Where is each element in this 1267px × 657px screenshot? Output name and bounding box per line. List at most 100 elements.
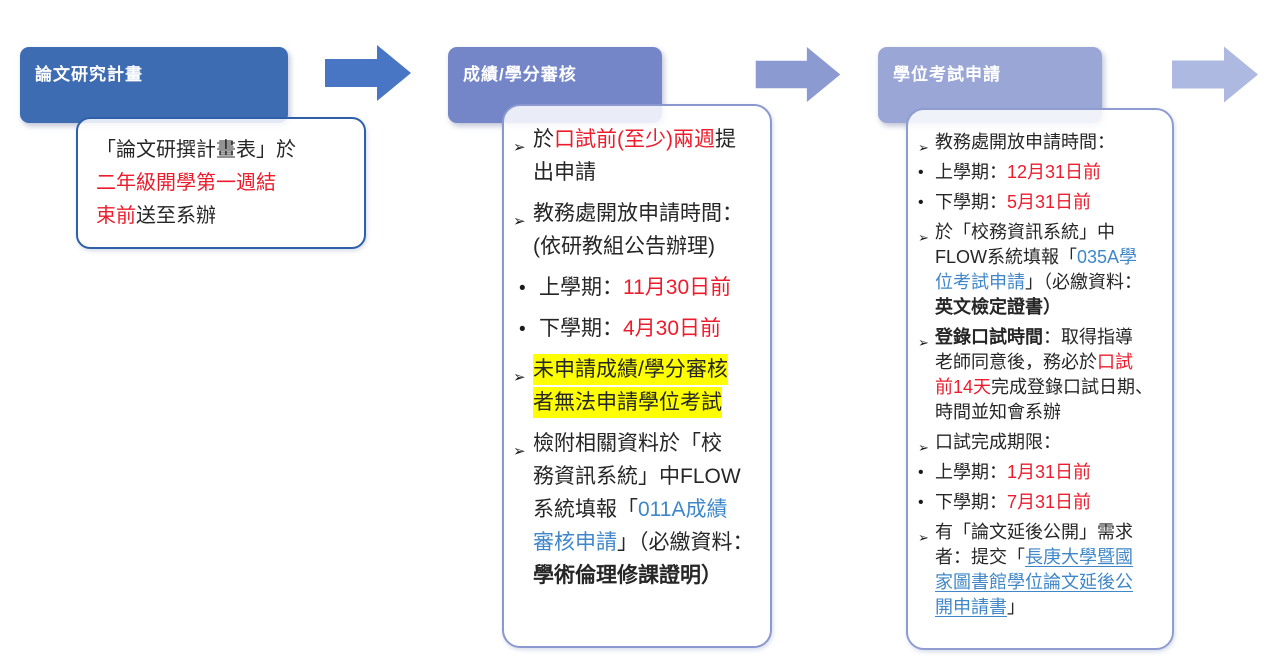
note-paragraph: 「論文研撰計畫表」於二年級開學第一週結束前送至系辦 xyxy=(96,134,356,233)
stage-detail-box-degree-exam: ➢教務處開放申請時間：•上學期：12月31日前•下學期：5月31日前➢於「校務資… xyxy=(906,108,1174,650)
dot-bullet-icon: • xyxy=(918,464,924,481)
text-segment: 上學期： xyxy=(539,276,623,299)
stage-content: 「論文研撰計畫表」於二年級開學第一週結束前送至系辦 xyxy=(78,119,364,233)
deadline-text: 二年級開學第一週結 xyxy=(96,172,276,194)
list-item-text: 口試完成期限： xyxy=(935,432,1061,452)
stage-header-thesis-plan: 論文研究計畫 xyxy=(20,47,288,123)
list-item: ➢ 未申請成績/學分審核者無法申請學位考試 xyxy=(513,353,768,419)
text-segment: 有「論文延後公開」需求 xyxy=(935,522,1133,542)
form-code-text: 位考試申請 xyxy=(935,272,1025,292)
list-item-text: 登錄口試時間：取得指導老師同意後，務必於口試前14天完成登錄口試日期、時間並知會… xyxy=(935,327,1153,422)
arrowhead-bullet-icon: ➢ xyxy=(513,443,526,460)
list-item: ➢口試完成期限： xyxy=(918,430,1170,455)
list-item-text: 未申請成績/學分審核者無法申請學位考試 xyxy=(533,354,728,418)
list-item: ➢ 有「論文延後公開」需求者：提交「長庚大學暨國家圖書館學位論文延後公開申請書」 xyxy=(918,520,1170,620)
text-segment: 於「校務資訊系統」中 xyxy=(935,222,1115,242)
list-item-text: 上學期：12月31日前 xyxy=(935,162,1101,182)
dot-bullet-icon: • xyxy=(918,494,924,511)
list-item: • 上學期：11月30日前 xyxy=(519,271,768,304)
text-segment: 教務處開放申請時間： xyxy=(533,202,743,225)
text-segment: 送至系辦 xyxy=(136,205,216,227)
flow-arrow-icon-3 xyxy=(1172,46,1258,103)
list-item: • 下學期：7月31日前 xyxy=(918,490,1170,515)
text-segment: 老師同意後，務必於 xyxy=(935,352,1097,372)
stage-title: 論文研究計畫 xyxy=(35,65,143,84)
hyperlink-text[interactable]: 家圖書館學位論文延後公 xyxy=(935,572,1133,592)
dot-bullet-icon: • xyxy=(519,278,526,299)
text-segment: 檢附相關資料於「校 xyxy=(533,432,722,455)
deadline-text: 前14天 xyxy=(935,377,992,397)
list-item: •上學期：12月31日前 xyxy=(918,160,1170,185)
text-segment: 下學期： xyxy=(539,317,623,340)
hyperlink-text[interactable]: 長庚大學暨國 xyxy=(1025,547,1133,567)
form-code-text: 011A成績 xyxy=(638,498,728,521)
text-segment: FLOW系統填報「 xyxy=(935,247,1077,267)
arrow-shape xyxy=(755,46,841,103)
text-segment: 下學期： xyxy=(935,492,1007,512)
text-segment: 英文檢定證書） xyxy=(935,297,1061,317)
highlighted-text: 未申請成績/學分審核 xyxy=(533,354,728,385)
flow-arrow-icon-1 xyxy=(325,45,411,101)
arrowhead-bullet-icon: ➢ xyxy=(513,213,526,230)
stage-content: ➢教務處開放申請時間：•上學期：12月31日前•下學期：5月31日前➢於「校務資… xyxy=(908,110,1172,620)
text-segment: (依研教組公告辦理) xyxy=(533,235,715,258)
deadline-text: 4月30日前 xyxy=(623,317,722,340)
arrowhead-bullet-icon: ➢ xyxy=(513,369,526,386)
list-item: • 下學期：5月31日前 xyxy=(918,190,1170,215)
list-item: • 下學期：4月30日前 xyxy=(519,312,768,345)
text-segment: 上學期： xyxy=(935,462,1007,482)
list-item-text: 上學期：11月30日前 xyxy=(539,276,731,299)
text-segment: 完成登錄口試日期、 xyxy=(991,377,1154,397)
list-item: ➢ 檢附相關資料於「校務資訊系統」中FLOW 系統填報「011A成績審核申請」（必繳… xyxy=(513,427,768,592)
highlighted-text: 者無法申請學位考試 xyxy=(533,387,722,418)
deadline-text: 11月30日前 xyxy=(623,276,732,299)
deadline-text: 1月31日前 xyxy=(1007,462,1092,482)
list-item: ➢ 教務處開放申請時間： xyxy=(918,130,1170,155)
deadline-text: 口試 xyxy=(1097,352,1133,372)
text-segment: 登錄口試時間 xyxy=(935,327,1043,347)
text-segment: 出申請 xyxy=(533,161,596,184)
deadline-text: 7月31日前 xyxy=(1007,492,1092,512)
list-item-text: 下學期：7月31日前 xyxy=(935,492,1091,512)
list-item-text: 檢附相關資料於「校務資訊系統」中FLOW 系統填報「011A成績審核申請」（必繳資… xyxy=(533,432,754,587)
list-item-text: 教務處開放申請時間： (依研教組公告辦理) xyxy=(533,202,743,258)
text-segment: 提 xyxy=(715,128,736,151)
list-item: ➢ 於口試前(至少)兩週提出申請 xyxy=(513,123,768,189)
text-segment: 時間並知會系辦 xyxy=(935,402,1061,422)
text-segment: ：取得指導 xyxy=(1043,327,1133,347)
text-segment: 學術倫理修課證明） xyxy=(533,564,722,587)
list-item-text: 下學期：5月31日前 xyxy=(935,192,1091,212)
list-item-text: 下學期：4月30日前 xyxy=(539,317,721,340)
form-code-text: 審核申請 xyxy=(533,531,617,554)
arrow-shape xyxy=(1172,46,1258,103)
arrowhead-bullet-icon: ➢ xyxy=(918,140,929,155)
list-item: • 上學期：1月31日前 xyxy=(918,460,1170,485)
deadline-text: 口試前(至少)兩週 xyxy=(554,128,715,151)
text-segment: 務資訊系統」中FLOW xyxy=(533,465,741,488)
text-segment: 」（必繳資料： xyxy=(617,531,754,554)
text-segment: 「論文研撰計畫表」於 xyxy=(96,139,296,161)
text-segment: 」 xyxy=(1007,597,1025,617)
arrowhead-bullet-icon: ➢ xyxy=(513,139,526,156)
arrow-shape xyxy=(325,45,411,101)
text-segment: 教務處開放申請時間： xyxy=(935,132,1115,152)
deadline-text: 12月31日前 xyxy=(1007,162,1102,182)
stage-title: 成績/學分審核 xyxy=(463,65,577,84)
dot-bullet-icon: • xyxy=(519,319,526,340)
list-item-text: 教務處開放申請時間： xyxy=(935,132,1115,152)
deadline-text: 束前 xyxy=(96,205,136,227)
text-segment: 系統填報「 xyxy=(533,498,638,521)
arrowhead-bullet-icon: ➢ xyxy=(918,530,929,545)
list-item-text: 上學期：1月31日前 xyxy=(935,462,1091,482)
list-item: ➢ 教務處開放申請時間： (依研教組公告辦理) xyxy=(513,197,768,263)
text-segment: 於 xyxy=(533,128,554,151)
dot-bullet-icon: • xyxy=(918,194,924,211)
deadline-text: 5月31日前 xyxy=(1007,192,1092,212)
stage-detail-box-grade-review: ➢ 於口試前(至少)兩週提出申請 ➢ 教務處開放申請時間： (依研教組公告辦理) • 上學期… xyxy=(502,104,772,648)
form-code-text: 035A學 xyxy=(1077,247,1138,267)
text-segment: 者：提交「 xyxy=(935,547,1025,567)
hyperlink-text[interactable]: 開申請書 xyxy=(935,597,1007,617)
